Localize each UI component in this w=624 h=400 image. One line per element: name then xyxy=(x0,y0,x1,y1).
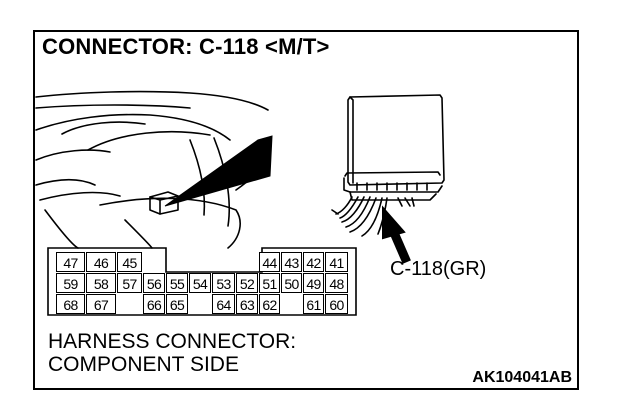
pin-cell: 42 xyxy=(303,252,324,272)
connector-face-outline xyxy=(47,247,357,316)
pin-cell: 58 xyxy=(86,273,116,293)
pin-cell: 55 xyxy=(166,273,188,293)
component-box xyxy=(149,191,179,215)
pin-cell: 61 xyxy=(303,294,324,314)
ecu-unit xyxy=(343,94,445,207)
connector-callout-label: C-118(GR) xyxy=(390,258,487,280)
connector-arrow xyxy=(382,205,411,264)
pin-cell: 60 xyxy=(325,294,348,314)
pin-cell: 62 xyxy=(259,294,280,314)
pin-cell: 68 xyxy=(56,294,85,314)
wire-harness xyxy=(331,196,388,237)
caption-line-2: COMPONENT SIDE xyxy=(48,353,239,376)
pin-cell: 43 xyxy=(281,252,302,272)
pin-cell: 48 xyxy=(325,273,348,293)
pin-cell: 51 xyxy=(259,273,280,293)
pin-cell: 57 xyxy=(117,273,142,293)
dashboard-outline xyxy=(35,90,269,249)
pin-cell: 45 xyxy=(117,252,142,272)
pin-cell: 52 xyxy=(236,273,258,293)
pin-cell: 67 xyxy=(86,294,116,314)
leader-wedge xyxy=(164,135,273,207)
diagram-frame xyxy=(33,30,579,390)
pin-cell: 56 xyxy=(143,273,165,293)
pin-cell: 66 xyxy=(143,294,165,314)
pin-cell: 65 xyxy=(166,294,188,314)
pin-cell: 47 xyxy=(56,252,85,272)
pin-cell: 64 xyxy=(212,294,235,314)
pin-cell: 53 xyxy=(212,273,235,293)
view-caption: HARNESS CONNECTOR: COMPONENT SIDE xyxy=(48,330,296,376)
caption-line-1: HARNESS CONNECTOR: xyxy=(48,330,297,353)
pin-cell: 46 xyxy=(86,252,116,272)
pin-cell: 44 xyxy=(259,252,280,272)
pin-cell: 49 xyxy=(303,273,324,293)
pin-cell: 63 xyxy=(236,294,258,314)
pin-cell: 41 xyxy=(325,252,348,272)
figure-code: AK104041AB xyxy=(472,369,572,386)
pin-cell: 50 xyxy=(281,273,302,293)
pin-cell: 54 xyxy=(189,273,211,293)
diagram-title: CONNECTOR: C-118 <M/T> xyxy=(42,34,330,59)
pin-cell: 59 xyxy=(56,273,85,293)
